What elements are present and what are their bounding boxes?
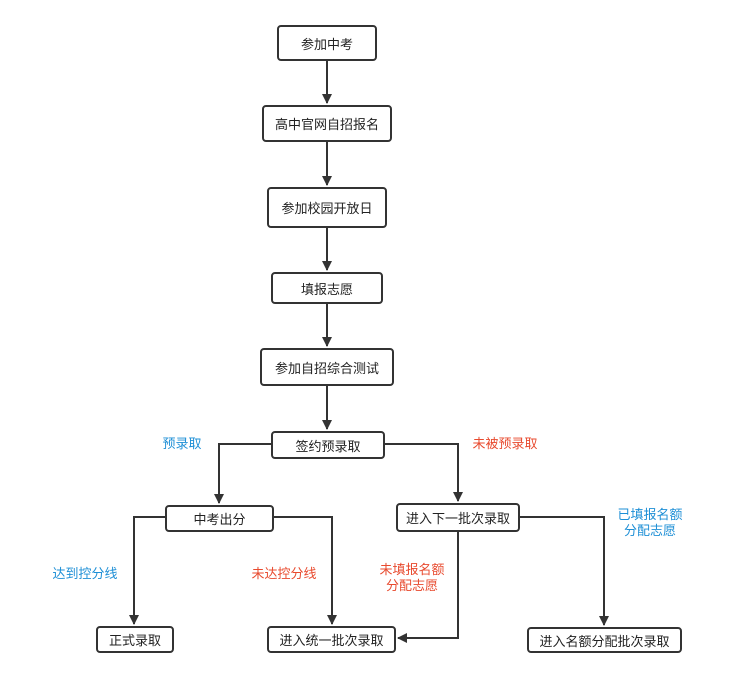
edge-label-not-pre-admit: 未被预录取 [472, 437, 538, 452]
node-take-zhongkao: 参加中考 [277, 25, 377, 61]
node-unified-batch: 进入统一批次录取 [267, 626, 396, 653]
edge-label-line: 分配志愿 [623, 524, 677, 539]
edge-n7-n10 [274, 516, 337, 625]
edge-n6-n7 [214, 443, 271, 504]
edge-n8-n11 [519, 516, 609, 626]
edge-n6-n8 [385, 443, 463, 502]
node-quota-batch: 进入名额分配批次录取 [527, 627, 682, 653]
node-sign-pre-admission: 签约预录取 [271, 431, 385, 459]
node-campus-open-day: 参加校园开放日 [267, 187, 387, 228]
edge-n7-n9 [129, 516, 165, 625]
edge-label-line: 未填报名额 [379, 563, 445, 578]
edge-n8-n10 [397, 532, 459, 643]
edge-label-not-reach-line: 未达控分线 [251, 567, 317, 582]
node-exam-results: 中考出分 [165, 505, 274, 532]
edge-label-line: 分配志愿 [385, 579, 439, 594]
edge-label-filled-quota: 已填报名额 分配志愿 [617, 508, 682, 540]
node-fill-preferences: 填报志愿 [271, 272, 383, 304]
edge-label-pre-admit: 预录取 [162, 437, 202, 452]
node-formal-admission: 正式录取 [96, 626, 174, 653]
edge-label-not-filled-quota: 未填报名额 分配志愿 [379, 563, 444, 595]
node-online-registration: 高中官网自招报名 [262, 105, 392, 142]
edge-label-reach-line: 达到控分线 [52, 567, 118, 582]
edge-label-line: 已填报名额 [617, 508, 683, 523]
node-comprehensive-test: 参加自招综合测试 [260, 348, 394, 386]
node-next-batch: 进入下一批次录取 [396, 503, 520, 532]
